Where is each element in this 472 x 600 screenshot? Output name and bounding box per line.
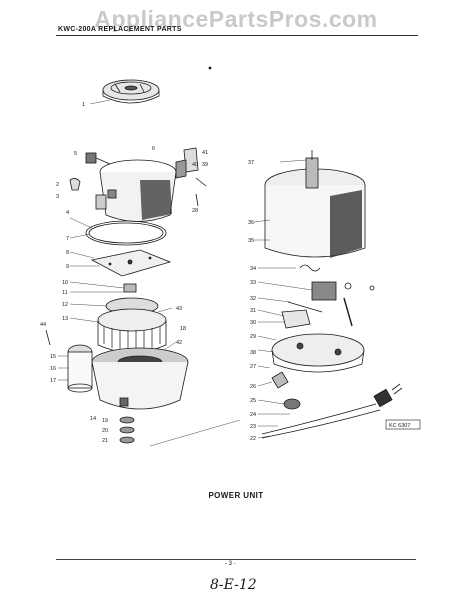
callout-17: 17 — [50, 378, 56, 384]
part-36-container — [264, 150, 366, 258]
part-7-gasket — [85, 220, 167, 246]
part-29-base-plate — [271, 333, 365, 373]
power-cord — [261, 383, 403, 439]
callout-38: 38 — [250, 350, 256, 356]
part-34-spring — [299, 264, 321, 272]
stamp-box — [385, 419, 421, 430]
callout-37: 37 — [248, 160, 254, 166]
part-10-bearing — [123, 283, 137, 293]
callout-25: 25 — [250, 398, 256, 404]
callout-2: 2 — [56, 182, 59, 188]
callout-42: 42 — [176, 340, 182, 346]
callout-23: 23 — [250, 424, 256, 430]
callout-22: 22 — [250, 436, 256, 442]
callout-16: 16 — [50, 366, 56, 372]
part-30-plate — [281, 309, 311, 329]
callout-33: 33 — [250, 280, 256, 286]
part-14-base — [91, 347, 189, 410]
callout-6: 6 — [152, 146, 155, 152]
callout-19: 19 — [102, 418, 108, 424]
part-28-screw — [195, 193, 199, 207]
callout-9: 9 — [66, 264, 69, 270]
motor-housing — [95, 159, 177, 222]
part-2-clip — [69, 178, 81, 191]
callout-7: 7 — [66, 236, 69, 242]
page-header-title: KWC-200A REPLACEMENT PARTS — [58, 26, 182, 33]
watermark: AppliancePartsPros.com — [94, 6, 378, 32]
handwritten-note: 8-E-12 — [210, 577, 257, 593]
callout-29: 29 — [250, 334, 256, 340]
callout-43: 43 — [176, 306, 182, 312]
part-13-armature — [97, 297, 167, 353]
callout-5: 5 — [74, 151, 77, 157]
part-5-bolt — [85, 152, 111, 165]
callout-34: 34 — [250, 266, 256, 272]
callout-24: 24 — [250, 412, 256, 418]
callout-26: 26 — [250, 384, 256, 390]
callout-30: 30 — [250, 320, 256, 326]
header-rule — [56, 35, 418, 36]
diagram-caption: POWER UNIT — [208, 491, 264, 500]
callout-27: 27 — [250, 364, 256, 370]
callout-11: 11 — [62, 290, 68, 296]
callout-4: 4 — [66, 210, 69, 216]
footer-rule — [56, 559, 416, 560]
callout-32: 32 — [250, 296, 256, 302]
part-19-washer — [119, 416, 135, 424]
callout-8: 8 — [66, 250, 69, 256]
callout-39: 39 — [202, 162, 208, 168]
page-number: - 3 - — [225, 561, 236, 567]
callout-35: 35 — [248, 238, 254, 244]
callout-31: 31 — [250, 308, 256, 314]
callout-40: 40 — [192, 162, 198, 168]
part-33-switch — [311, 281, 375, 301]
callout-10: 10 — [62, 280, 68, 286]
part-26-bracket — [271, 371, 289, 389]
part-1-top-cap — [102, 79, 160, 104]
part-41-brush-holder — [175, 147, 207, 187]
callout-14: 14 — [90, 416, 96, 422]
stamp-text: KC 6307 — [389, 423, 410, 429]
part-32-bar — [287, 301, 323, 313]
callout-28: 28 — [192, 208, 198, 214]
part-44-screw — [45, 329, 51, 346]
part-17-capacitor — [67, 344, 93, 393]
callout-1: 1 — [82, 102, 85, 108]
part-24-knob — [283, 398, 301, 410]
callout-21: 21 — [102, 438, 108, 444]
callout-13: 13 — [62, 316, 68, 322]
callout-15: 15 — [50, 354, 56, 360]
callout-18: 18 — [180, 326, 186, 332]
callout-44: 44 — [40, 322, 46, 328]
callout-12: 12 — [62, 302, 68, 308]
callout-36: 36 — [248, 220, 254, 226]
part-9-plate — [90, 249, 172, 277]
callout-3: 3 — [56, 194, 59, 200]
callout-41: 41 — [202, 150, 208, 156]
callout-20: 20 — [102, 428, 108, 434]
